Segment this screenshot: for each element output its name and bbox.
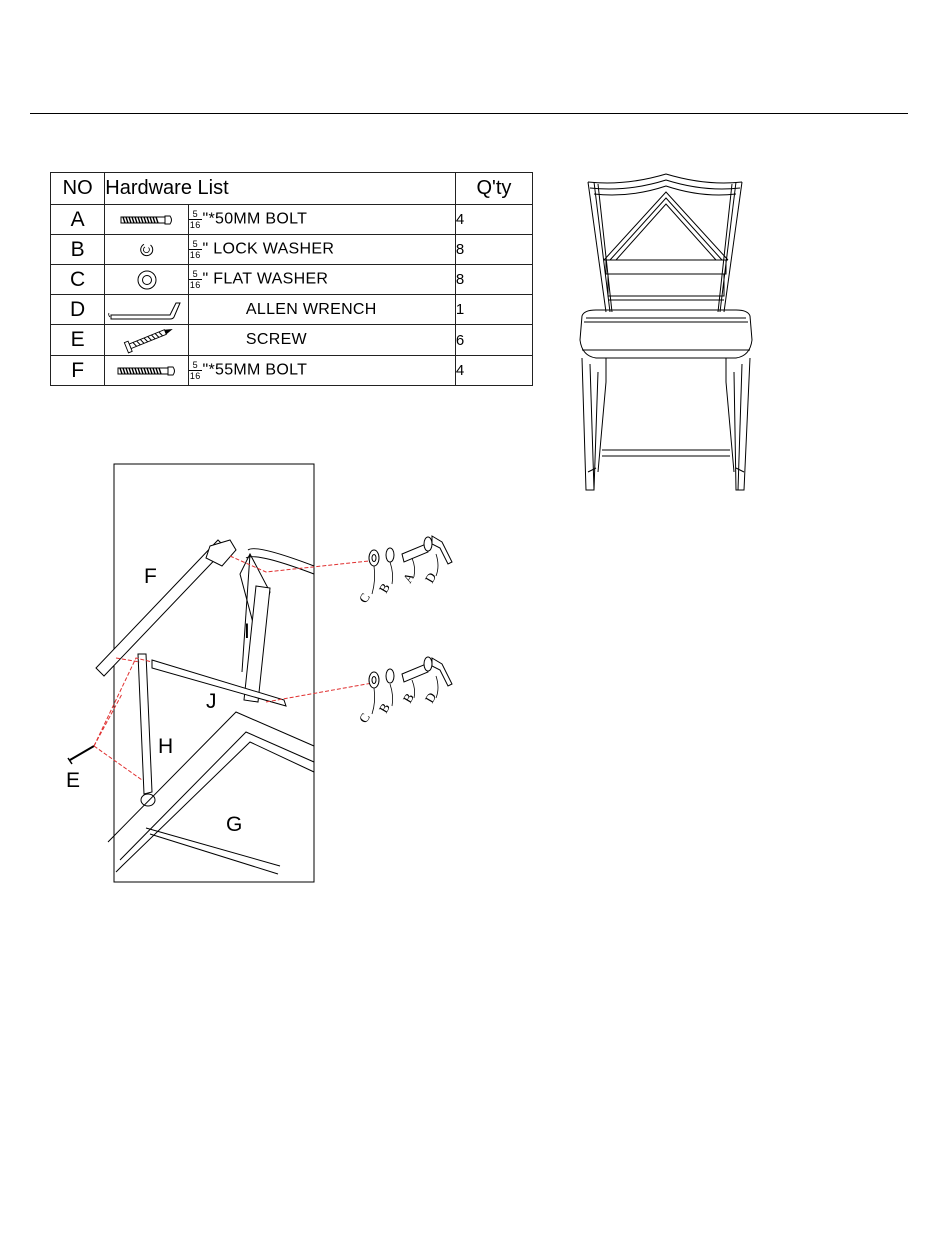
screw-icon: [68, 746, 94, 764]
row-qty: 6: [455, 325, 532, 356]
header-rule: [30, 113, 908, 114]
screw-icon: [105, 325, 189, 356]
callout-b: B: [376, 700, 393, 715]
row-code: C: [51, 265, 105, 295]
part-label-h: H: [158, 735, 173, 758]
table-header-row: NO Hardware List Q'ty: [51, 173, 533, 205]
row-code: B: [51, 235, 105, 265]
allen-wrench-icon: [432, 536, 452, 564]
row-qty: 8: [455, 265, 532, 295]
bolt-icon: [105, 205, 189, 235]
row-code: F: [51, 356, 105, 386]
row-qty: 1: [455, 295, 532, 325]
bolt-icon: [105, 356, 189, 386]
table-row: E SCREW 6: [51, 325, 533, 356]
row-code: D: [51, 295, 105, 325]
row-qty: 4: [455, 205, 532, 235]
row-description: SCREW: [188, 325, 455, 356]
row-description: ALLEN WRENCH: [188, 295, 455, 325]
row-code: A: [51, 205, 105, 235]
header-qty: Q'ty: [455, 173, 532, 205]
part-label-g: G: [226, 813, 242, 836]
callout-c: C: [356, 710, 373, 725]
allen-wrench-icon: [432, 658, 452, 686]
table-row: D ALLEN WRENCH 1: [51, 295, 533, 325]
chair-front-view-illustration: [576, 172, 756, 496]
callout-d: D: [422, 690, 440, 706]
callout-d: D: [422, 570, 440, 586]
flat-washer-icon: [105, 265, 189, 295]
header-no: NO: [51, 173, 105, 205]
lock-washer-icon: [386, 548, 394, 562]
header-hardware-list: Hardware List: [105, 173, 456, 205]
part-label-f: F: [144, 565, 157, 588]
assembly-diagram: C B A D C B B D F I J H E G: [60, 462, 480, 884]
lock-washer-icon: [386, 669, 394, 683]
callout-c: C: [356, 590, 373, 605]
callout-b: B: [376, 580, 393, 595]
allen-wrench-icon: [105, 295, 189, 325]
part-label-j: J: [206, 690, 217, 713]
part-label-i: I: [244, 620, 250, 643]
row-qty: 4: [455, 356, 532, 386]
lock-washer-icon: [105, 235, 189, 265]
part-label-e: E: [66, 769, 80, 792]
row-qty: 8: [455, 235, 532, 265]
row-code: E: [51, 325, 105, 356]
